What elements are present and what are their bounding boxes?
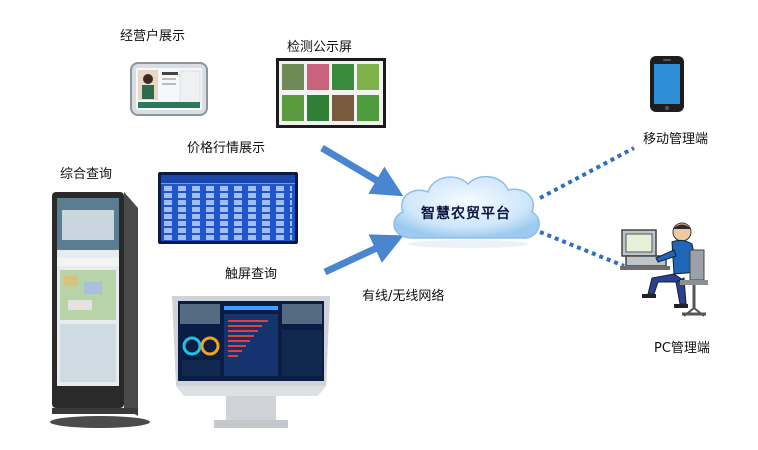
- merchant-display-label: 经营户展示: [120, 29, 186, 44]
- dotted-link-mobile: [539, 146, 635, 200]
- test-screen-device: [276, 58, 386, 128]
- arrow-to-platform-upper: [320, 144, 404, 197]
- mobile-admin-label: 移动管理端: [643, 132, 709, 147]
- merchant-display-device: [130, 62, 208, 116]
- arrow-to-platform-lower: [323, 234, 404, 276]
- touch-query-kiosk: [172, 296, 330, 428]
- network-label: 有线/无线网络: [362, 289, 445, 304]
- mobile-phone-icon: [650, 56, 684, 112]
- cloud-platform-label: 智慧农贸平台: [421, 206, 511, 222]
- price-display-device: [158, 172, 298, 244]
- dotted-link-pc: [539, 230, 625, 268]
- touch-query-label: 触屏查询: [225, 267, 278, 282]
- pc-operator-icon: [620, 222, 708, 317]
- integrated-query-kiosk: [50, 192, 150, 428]
- price-display-label: 价格行情展示: [187, 141, 266, 156]
- pc-admin-label: PC管理端: [654, 341, 710, 356]
- cloud-shape: [393, 175, 540, 248]
- test-screen-label: 检测公示屏: [287, 40, 353, 55]
- integrated-query-label: 综合查询: [60, 167, 113, 182]
